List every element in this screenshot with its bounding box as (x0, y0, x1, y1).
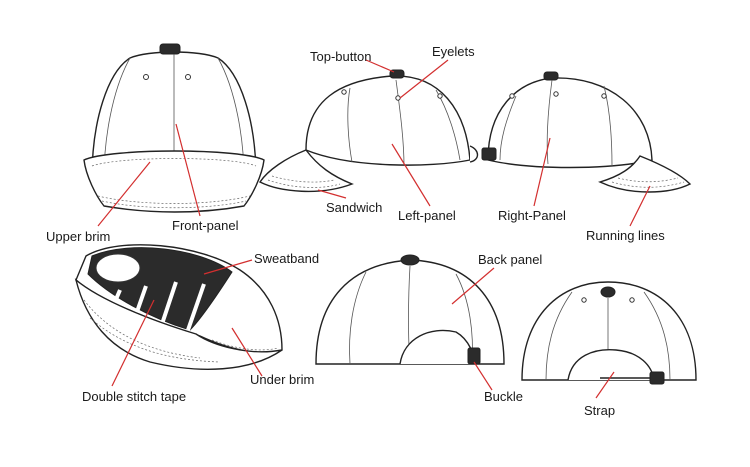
label-strap: Strap (584, 403, 615, 418)
label-sweatband: Sweatband (254, 251, 319, 266)
cap-front-view (84, 44, 264, 212)
buckle-back (468, 348, 480, 364)
label-upper-brim: Upper brim (46, 229, 110, 244)
label-under-brim: Under brim (250, 372, 314, 387)
cap-underside-view (76, 245, 282, 370)
label-running-lines: Running lines (586, 228, 665, 243)
cap-left-side-view (260, 70, 478, 191)
cap-back-view (316, 255, 504, 364)
leader-buckle (474, 362, 492, 390)
cap-rear-view (522, 282, 696, 384)
leader-sandwich (318, 190, 346, 198)
label-eyelets: Eyelets (432, 44, 475, 59)
buckle-side (482, 148, 496, 160)
label-sandwich: Sandwich (326, 200, 382, 215)
top-button-front (160, 44, 180, 54)
label-left-panel: Left-panel (398, 208, 456, 223)
label-double-stitch-tape: Double stitch tape (82, 389, 186, 404)
label-top-button: Top-button (310, 49, 371, 64)
cap-right-side-view (482, 72, 690, 192)
label-right-panel: Right-Panel (498, 208, 566, 223)
label-back-panel: Back panel (478, 252, 542, 267)
label-buckle: Buckle (484, 389, 523, 404)
label-front-panel: Front-panel (172, 218, 238, 233)
